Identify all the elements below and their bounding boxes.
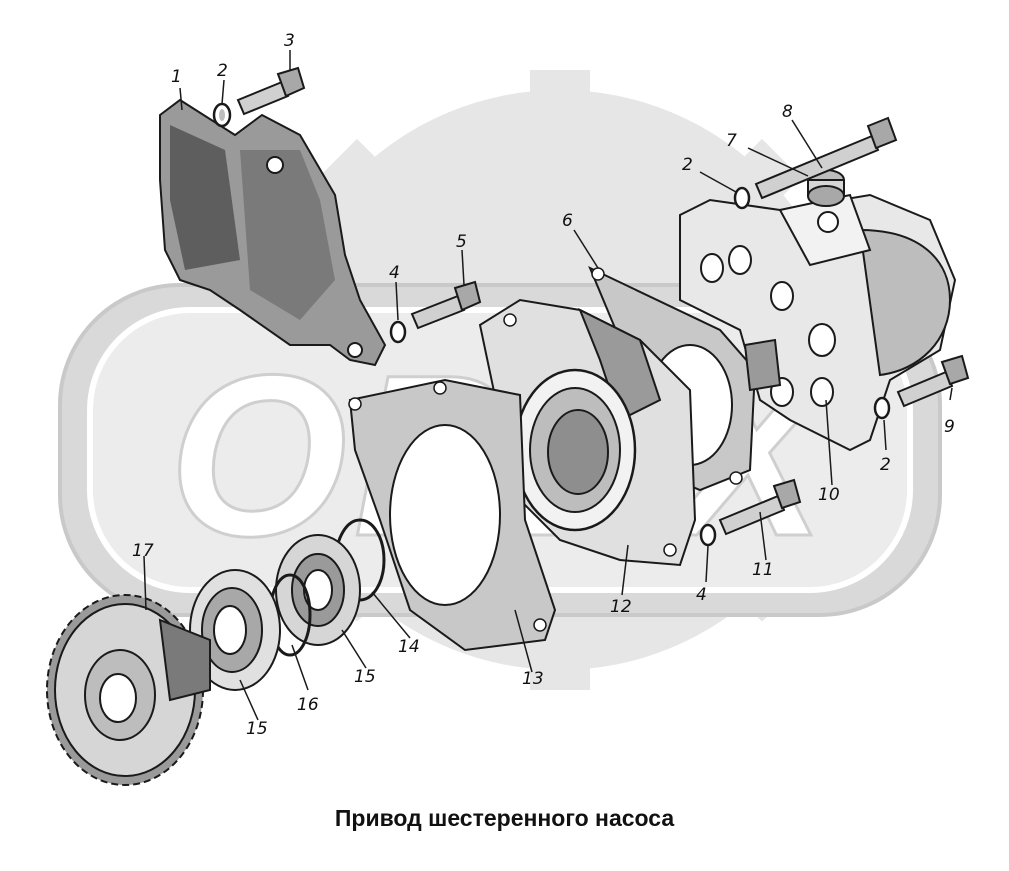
callout-labels: 1 2 3 4 5 6 2 7 8 9 2 10 11 4 12 13 14 1… bbox=[132, 31, 955, 739]
leader-lines bbox=[143, 50, 953, 721]
part-4-washer-right bbox=[699, 523, 717, 547]
callout-1: 1 bbox=[171, 67, 182, 87]
part-4-washer-left bbox=[389, 320, 407, 344]
callout-7: 7 bbox=[726, 131, 737, 151]
callout-15-left: 15 bbox=[246, 719, 268, 739]
part-1-cover-plate bbox=[159, 98, 387, 367]
part-17-gear bbox=[46, 594, 211, 786]
callout-2-top: 2 bbox=[217, 61, 228, 81]
callout-10: 10 bbox=[818, 485, 840, 505]
callout-4-left: 4 bbox=[389, 263, 400, 283]
part-8-plug bbox=[807, 169, 845, 207]
callout-3: 3 bbox=[284, 31, 295, 51]
callout-14: 14 bbox=[398, 637, 420, 657]
part-2-washer-right bbox=[873, 396, 891, 420]
part-10-pump-body bbox=[679, 193, 957, 452]
part-15-bearing-left bbox=[189, 569, 281, 691]
part-3-bolt bbox=[236, 66, 306, 116]
diagram-caption: Привод шестеренного насоса bbox=[334, 805, 675, 831]
callout-11: 11 bbox=[752, 560, 774, 580]
callout-17: 17 bbox=[132, 541, 154, 561]
callout-16: 16 bbox=[297, 695, 319, 715]
callout-13: 13 bbox=[522, 669, 544, 689]
callout-12: 12 bbox=[610, 597, 632, 617]
part-15-bearing-right bbox=[275, 534, 361, 646]
callout-2-right-top: 2 bbox=[682, 155, 693, 175]
callout-9: 9 bbox=[944, 417, 955, 437]
part-13-gasket bbox=[348, 378, 557, 652]
callout-5: 5 bbox=[456, 232, 467, 252]
callout-15-right: 15 bbox=[354, 667, 376, 687]
part-2-washer-top bbox=[212, 102, 232, 128]
part-2-washer-right-top bbox=[733, 186, 751, 210]
callout-8: 8 bbox=[782, 102, 793, 122]
callout-2-right: 2 bbox=[880, 455, 891, 475]
part-5-bolt bbox=[410, 280, 482, 330]
part-12-housing bbox=[478, 298, 697, 567]
callout-4-right: 4 bbox=[696, 585, 707, 605]
part-7-bolt bbox=[754, 116, 898, 200]
callout-6: 6 bbox=[562, 211, 573, 231]
part-9-bolt bbox=[896, 354, 970, 408]
part-11-bolt bbox=[718, 478, 802, 536]
